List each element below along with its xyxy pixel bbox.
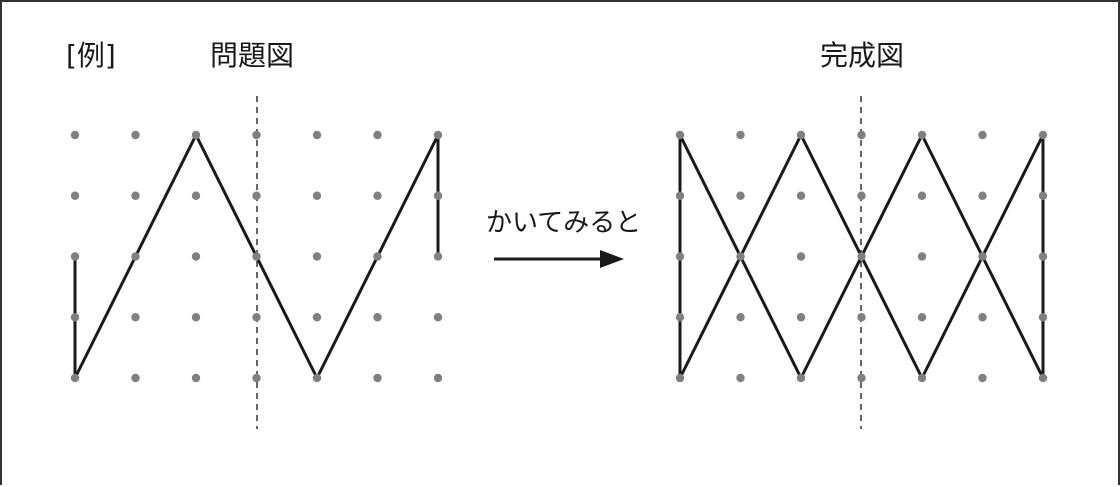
- complete-grid-dot: [917, 191, 927, 200]
- problem-grid-dot: [70, 130, 80, 140]
- problem-grid-dot: [373, 313, 382, 322]
- problem-grid-dot: [433, 191, 443, 200]
- complete-grid-dot: [736, 373, 745, 383]
- problem-grid-dot: [373, 191, 382, 200]
- problem-grid-dot: [252, 130, 261, 140]
- complete-grid-dot: [917, 373, 927, 383]
- problem-grid-dot: [373, 130, 382, 140]
- problem-grid-dot: [433, 130, 443, 140]
- problem-grid-dot: [70, 191, 80, 200]
- problem-grid-dot: [252, 191, 261, 200]
- problem-grid-dot: [131, 130, 140, 140]
- problem-grid-dot: [312, 313, 322, 322]
- problem-grid-dot: [191, 252, 201, 261]
- arrow-caption: かいてみると: [486, 208, 642, 238]
- complete-grid-dot: [978, 130, 987, 140]
- complete-figure: [675, 96, 1048, 429]
- problem-grid-dot: [312, 130, 322, 140]
- complete-grid-dot: [736, 191, 745, 200]
- complete-grid-dot: [796, 252, 806, 261]
- complete-grid-dot: [736, 313, 745, 322]
- complete-grid-dot: [857, 130, 866, 140]
- complete-grid-dot: [1038, 252, 1048, 261]
- problem-grid-dot: [433, 313, 443, 322]
- problem-grid-dot: [191, 191, 201, 200]
- complete-grid-dot: [917, 130, 927, 140]
- problem-grid-dot: [191, 313, 201, 322]
- complete-grid-dot: [857, 373, 866, 383]
- example-label: [例]: [66, 39, 116, 72]
- complete-grid-dot: [675, 130, 685, 140]
- problem-grid-dot: [252, 373, 261, 383]
- problem-grid-dot: [373, 252, 382, 261]
- problem-grid-dot: [131, 373, 140, 383]
- problem-grid-dot: [312, 373, 322, 383]
- complete-grid-dot: [857, 252, 866, 261]
- complete-figure-title: 完成図: [820, 39, 905, 72]
- problem-grid-dot: [70, 252, 80, 261]
- problem-grid-dot: [191, 130, 201, 140]
- problem-grid-dot: [131, 191, 140, 200]
- complete-grid-dot: [1038, 313, 1048, 322]
- problem-grid-dot: [131, 313, 140, 322]
- problem-grid-dot: [131, 252, 140, 261]
- problem-grid-dot: [70, 313, 80, 322]
- problem-figure: [70, 96, 443, 429]
- problem-grid-dot: [433, 373, 443, 383]
- complete-grid-dot: [978, 252, 987, 261]
- complete-grid-dot: [1038, 191, 1048, 200]
- complete-grid-dot: [675, 252, 685, 261]
- complete-grid-dot: [978, 313, 987, 322]
- problem-grid-dot: [373, 373, 382, 383]
- complete-grid-dot: [857, 313, 866, 322]
- problem-grid-dot: [252, 252, 261, 261]
- complete-grid-dot: [857, 191, 866, 200]
- complete-grid-dot: [917, 313, 927, 322]
- problem-grid-dot: [312, 252, 322, 261]
- complete-grid-dot: [796, 130, 806, 140]
- complete-grid-dot: [917, 252, 927, 261]
- complete-grid-dot: [978, 191, 987, 200]
- complete-grid-dot: [1038, 130, 1048, 140]
- arrow-head: [600, 250, 624, 268]
- complete-grid-dot: [796, 191, 806, 200]
- complete-grid-dot: [1038, 373, 1048, 383]
- complete-grid-dot: [796, 313, 806, 322]
- problem-grid-dot: [252, 313, 261, 322]
- problem-grid-dot: [191, 373, 201, 383]
- complete-grid-dot: [796, 373, 806, 383]
- problem-grid-dot: [312, 191, 322, 200]
- problem-grid-dot: [70, 373, 80, 383]
- complete-grid-dot: [675, 373, 685, 383]
- complete-grid-dot: [675, 313, 685, 322]
- complete-grid-dot: [978, 373, 987, 383]
- transform-arrow: [494, 250, 624, 268]
- complete-grid-dot: [736, 252, 745, 261]
- problem-grid-dot: [433, 252, 443, 261]
- problem-figure-title: 問題図: [210, 39, 295, 72]
- complete-grid-dot: [736, 130, 745, 140]
- complete-grid-dot: [675, 191, 685, 200]
